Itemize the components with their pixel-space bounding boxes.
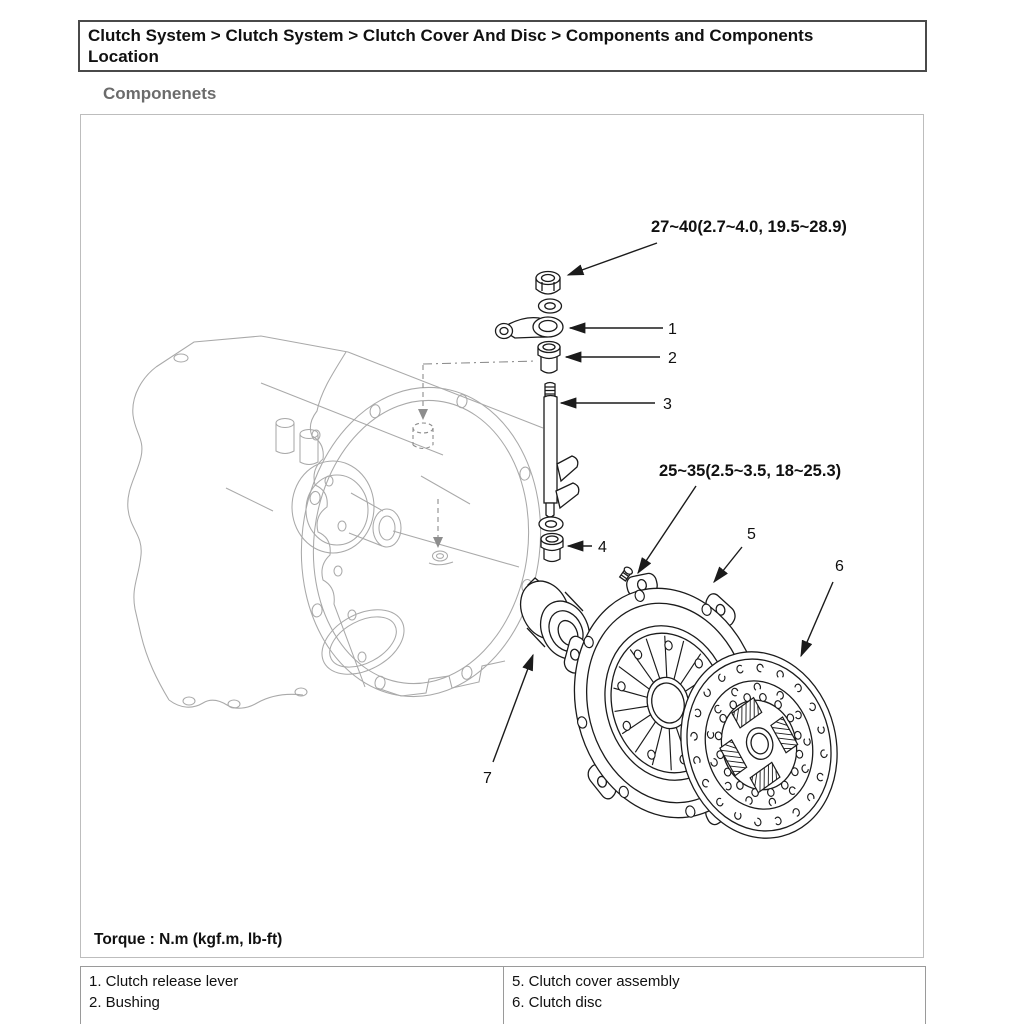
release-lever-shaft-drawing	[544, 383, 579, 518]
bushing-upper-drawing	[538, 342, 560, 374]
washer-upper-drawing	[539, 299, 562, 313]
transmission-housing-drawing	[128, 336, 558, 710]
bell-housing-bolt-ears	[288, 378, 554, 707]
bolt-drawing	[619, 566, 634, 582]
washer-lower-drawing	[539, 517, 563, 531]
components-diagram-svg: 27~40(2.7~4.0, 19.5~28.9) 25~35(2.5~3.5,…	[94, 218, 857, 948]
hub-rivet-ring	[704, 683, 813, 806]
callout-leader-lines	[493, 243, 833, 762]
callout-7: 7	[483, 770, 492, 787]
disc-rivet-marks-inner	[693, 672, 823, 819]
callout-2: 2	[668, 350, 677, 367]
clutch-disc-drawing	[662, 635, 857, 855]
legend-item-5: 5. Clutch cover assembly	[512, 973, 680, 990]
legend-table: 1. Clutch release lever 2. Bushing 5. Cl…	[80, 966, 926, 1024]
callout-1: 1	[668, 321, 677, 338]
legend-item-2: 2. Bushing	[89, 994, 160, 1011]
torque-callout-lower: 25~35(2.5~3.5, 18~25.3)	[659, 462, 841, 480]
lock-nut-drawing	[536, 272, 560, 295]
section-heading: Componenets	[103, 84, 217, 103]
components-diagram: 27~40(2.7~4.0, 19.5~28.9) 25~35(2.5~3.5,…	[80, 114, 924, 958]
disc-rivet-marks-outer	[673, 648, 844, 841]
bushing-lower-drawing	[541, 534, 563, 562]
callout-5: 5	[747, 526, 756, 543]
legend-col-left: 1. Clutch release lever 2. Bushing	[81, 967, 503, 1024]
callout-4: 4	[598, 539, 607, 556]
legend-col-right: 5. Clutch cover assembly 6. Clutch disc	[503, 967, 925, 1024]
torque-callout-upper: 27~40(2.7~4.0, 19.5~28.9)	[651, 218, 847, 236]
installation-guide-lines	[413, 361, 537, 548]
legend-item-6: 6. Clutch disc	[512, 994, 603, 1011]
clutch-release-lever-drawing	[496, 317, 564, 339]
breadcrumb[interactable]: Clutch System > Clutch System > Clutch C…	[78, 20, 927, 72]
legend-item-1: 1. Clutch release lever	[89, 973, 239, 990]
callout-6: 6	[835, 558, 844, 575]
torque-units-note: Torque : N.m (kgf.m, lb-ft)	[94, 931, 282, 948]
callout-3: 3	[663, 396, 672, 413]
breadcrumb-text: Clutch System > Clutch System > Clutch C…	[88, 26, 814, 66]
